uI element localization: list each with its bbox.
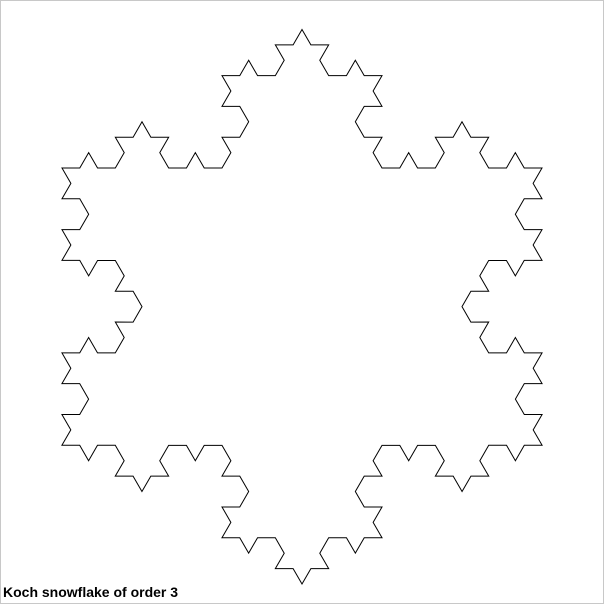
koch-snowflake-outline: [61, 28, 543, 586]
figure-caption: Koch snowflake of order 3: [3, 584, 179, 600]
